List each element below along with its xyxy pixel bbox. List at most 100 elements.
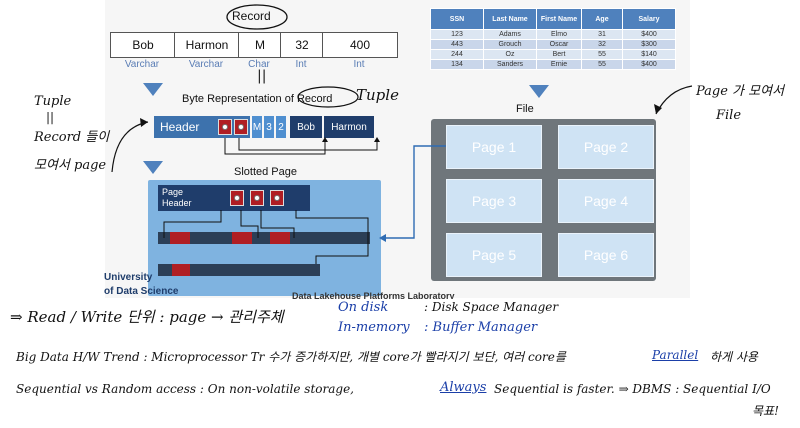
page-connector-arrow: [379, 145, 446, 242]
slot-directory: [210, 185, 310, 211]
note-line-3-end: Sequential is faster. ⇒ DBMS : Sequentia…: [494, 382, 771, 396]
record-title: Record: [232, 9, 271, 23]
table-cell: Oz: [483, 49, 537, 60]
note-on-disk: On disk: [338, 300, 389, 315]
record-cell-lastname: Harmon: [174, 32, 240, 58]
table-cell: $300: [622, 39, 676, 50]
table-cell: 134: [430, 59, 484, 70]
table-cell: Adams: [483, 29, 537, 40]
down-arrow-icon: [529, 85, 549, 98]
pointer-slot: [234, 119, 248, 135]
file-title: File: [516, 103, 534, 115]
record-circle: [226, 4, 288, 30]
note-parallel: Parallel: [652, 348, 699, 362]
table-cell: 443: [430, 39, 484, 50]
table-cell: $400: [622, 59, 676, 70]
record-eq-mark: ||: [257, 68, 267, 84]
sample-table: SSN Last Name First Name Age Salary 123 …: [430, 8, 676, 70]
salary-byte: 2: [276, 116, 286, 138]
record-type-3: Char: [248, 59, 270, 70]
header-block: Header: [154, 116, 218, 138]
page-header-block: Page Header: [158, 185, 210, 211]
note-disk-manager: : Disk Space Manager: [424, 300, 559, 314]
table-cell: Bert: [536, 49, 582, 60]
table-header: Age: [581, 8, 623, 30]
note-goal: 목표!: [752, 404, 779, 418]
table-row: 244 Oz Bert 55 $140: [430, 49, 676, 60]
slot-pointer: [270, 190, 284, 206]
record-slot-header: [270, 232, 290, 244]
slot-pointer: [250, 190, 264, 206]
table-cell: Oscar: [536, 39, 582, 50]
record-slot-header: [172, 264, 190, 276]
left-note-page: 모여서 page: [34, 158, 107, 173]
table-cell: Elmo: [536, 29, 582, 40]
table-cell: 55: [581, 49, 623, 60]
field-harmon: Harmon: [324, 116, 374, 138]
table-header: Salary: [622, 8, 676, 30]
record-slot-row: [158, 264, 320, 276]
table-cell: 123: [430, 29, 484, 40]
table-row: 443 Grouch Oscar 32 $300: [430, 39, 676, 50]
pointer-slot: [218, 119, 232, 135]
age-byte: 3: [264, 116, 274, 138]
left-note-arrow: [111, 118, 149, 173]
record-slot-row: [158, 232, 370, 244]
pointer-slots: [216, 116, 250, 138]
note-always: Always: [440, 380, 487, 395]
note-line-2-end: 하게 사용: [710, 350, 758, 364]
table-header: SSN: [430, 8, 484, 30]
record-type-5: Int: [353, 59, 365, 70]
table-cell: 31: [581, 29, 623, 40]
table-row: 134 Sanders Ernie 55 $400: [430, 59, 676, 70]
byte-rep-title: Byte Representation of Record: [182, 93, 333, 105]
gender-byte: M: [252, 116, 262, 138]
tuple-annotation: Tuple: [356, 86, 399, 104]
right-note-2: File: [716, 108, 742, 123]
note-buffer-manager: : Buffer Manager: [424, 320, 538, 335]
down-arrow-icon: [143, 161, 163, 174]
record-slot-header: [170, 232, 190, 244]
page-tile-1: Page 1: [446, 125, 542, 169]
table-cell: 32: [581, 39, 623, 50]
down-arrow-icon: [143, 83, 163, 96]
page-tile-2: Page 2: [558, 125, 654, 169]
record-cell-name: Bob: [110, 32, 176, 58]
right-note-1: Page 가 모여서: [696, 84, 785, 99]
note-line-1: ⇒ Read / Write 단위 : page → 관리주체: [10, 308, 284, 326]
note-line-3: Sequential vs Random access : On non-vol…: [16, 382, 354, 396]
data-science-label: of Data Science: [104, 286, 179, 296]
record-slot-header: [232, 232, 252, 244]
table-cell: Ernie: [536, 59, 582, 70]
note-line-2: Big Data H/W Trend : Microprocessor Tr 수…: [16, 350, 566, 364]
record-cell-salary: 400: [322, 32, 398, 58]
left-note-record: Record 들이: [34, 130, 110, 145]
slot-pointer-lines: [163, 210, 369, 264]
record-word-circle: [297, 86, 359, 108]
table-header: First Name: [536, 8, 582, 30]
table-cell: Grouch: [483, 39, 537, 50]
table-cell: $400: [622, 29, 676, 40]
right-note-arrow: [654, 85, 693, 115]
note-in-memory: In-memory: [338, 320, 410, 335]
table-header: Last Name: [483, 8, 537, 30]
left-note-tuple: Tuple: [34, 94, 72, 109]
lab-label: Data Lakehouse Platforms Laboratory: [292, 291, 455, 299]
slotted-page-title: Slotted Page: [234, 166, 297, 178]
record-type-4: Int: [295, 59, 307, 70]
page-tile-5: Page 5: [446, 233, 542, 277]
table-cell: 244: [430, 49, 484, 60]
table-cell: Sanders: [483, 59, 537, 70]
pointer-lines: [224, 137, 380, 155]
record-cell-gender: M: [238, 32, 282, 58]
university-label: University: [104, 272, 153, 283]
table-cell: $140: [622, 49, 676, 60]
page-tile-6: Page 6: [558, 233, 654, 277]
page-tile-3: Page 3: [446, 179, 542, 223]
table-row: 123 Adams Elmo 31 $400: [430, 29, 676, 40]
left-note-eq: ||: [46, 110, 55, 124]
record-type-2: Varchar: [188, 59, 224, 70]
page-tile-4: Page 4: [558, 179, 654, 223]
record-cell-age: 32: [280, 32, 324, 58]
record-type-1: Varchar: [124, 59, 160, 70]
